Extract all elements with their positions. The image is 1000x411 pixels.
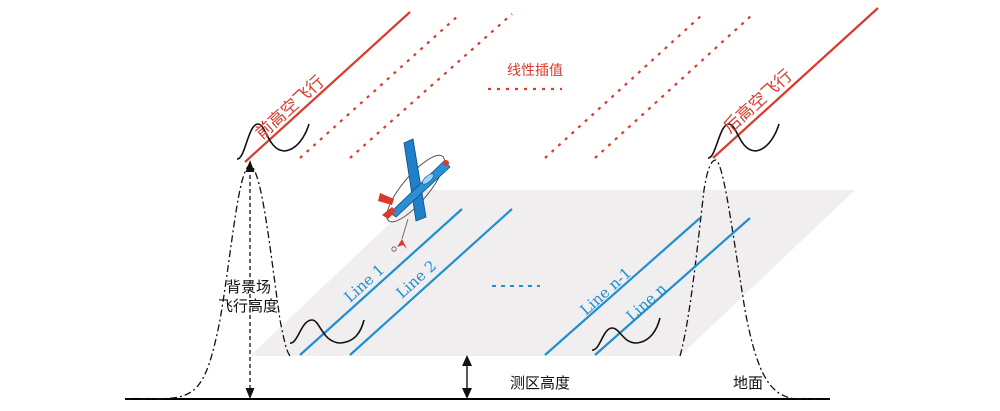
survey-line-n-1 bbox=[544, 217, 701, 356]
survey-plane bbox=[250, 190, 855, 356]
interpolation-lines bbox=[299, 13, 754, 159]
rear-high-flight-label: 后高空飞行 bbox=[720, 66, 797, 138]
front-anomaly-wiggle bbox=[236, 123, 310, 160]
survey-height-arrow bbox=[462, 355, 472, 399]
aircraft-icon bbox=[378, 138, 451, 252]
rear-high-flight-line bbox=[712, 7, 879, 159]
survey-line-n bbox=[594, 217, 751, 356]
linear-interpolation-label: 线性插值 bbox=[507, 63, 563, 79]
survey-line-1 bbox=[299, 208, 463, 356]
line-n-anomaly-wiggle bbox=[591, 317, 661, 351]
right-height-profile bbox=[679, 159, 830, 400]
survey-height-label: 测区高度 bbox=[510, 374, 570, 392]
ground-label: 地面 bbox=[733, 374, 763, 392]
background-height-label-2: 飞行高度 bbox=[218, 297, 278, 315]
line1-anomaly-wiggle bbox=[289, 319, 365, 344]
survey-lines bbox=[299, 208, 751, 356]
background-height-label-1: 背景场 bbox=[226, 278, 271, 296]
front-high-flight-line bbox=[244, 11, 411, 163]
background-height-arrow bbox=[245, 160, 255, 399]
rear-anomaly-wiggle bbox=[707, 123, 780, 159]
survey-line-2 bbox=[349, 208, 513, 356]
front-high-flight-label: 前高空飞行 bbox=[252, 72, 329, 144]
